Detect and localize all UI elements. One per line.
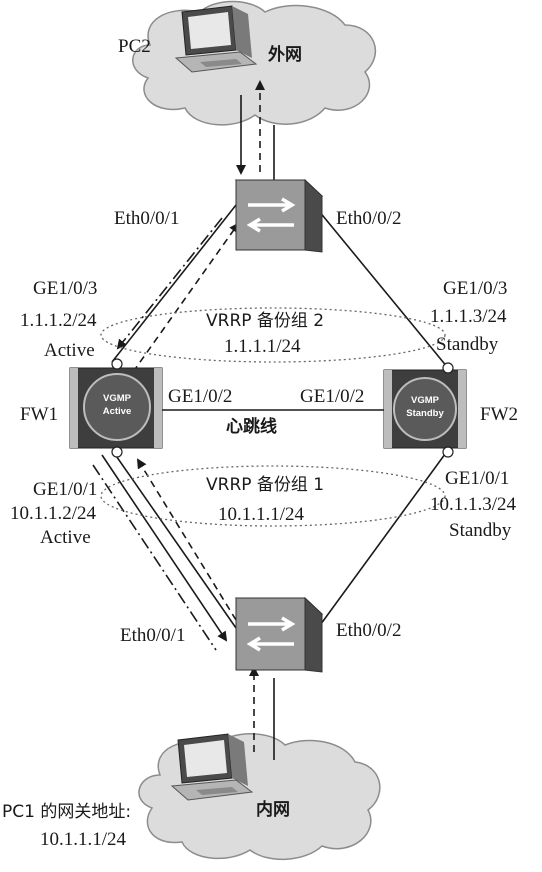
network-links bbox=[111, 125, 449, 760]
heartbeat-right-port: GE1/0/2 bbox=[300, 386, 364, 407]
top-switch-left-port: Eth0/0/1 bbox=[114, 208, 179, 229]
fw2-up-ip: 1.1.1.3/24 bbox=[430, 306, 507, 327]
pc1-icon bbox=[170, 733, 254, 801]
fw1-up-state: Active bbox=[44, 340, 95, 361]
bottom-switch-left-port: Eth0/0/1 bbox=[120, 625, 185, 646]
fw1-down-state: Active bbox=[40, 527, 91, 548]
fw1-label: FW1 bbox=[20, 404, 58, 425]
fw1-vgmp-state: Active bbox=[103, 406, 132, 417]
fw2-label: FW2 bbox=[480, 404, 518, 425]
fw2-up-port: GE1/0/3 bbox=[443, 278, 507, 299]
vrrp1-title: VRRP 备份组 1 bbox=[206, 475, 324, 495]
fw1-up-ip: 1.1.1.2/24 bbox=[20, 310, 97, 331]
outer-net-label: 外网 bbox=[268, 44, 302, 65]
bottom-switch-right-port: Eth0/0/2 bbox=[336, 620, 401, 641]
fw1-firewall-icon bbox=[69, 358, 163, 458]
fw2-down-port: GE1/0/1 bbox=[445, 468, 509, 489]
fw2-vgmp-label: VGMP bbox=[411, 395, 440, 406]
heartbeat-label: 心跳线 bbox=[226, 416, 277, 437]
vrrp-group-2-ellipse bbox=[100, 307, 446, 363]
fw2-up-state: Standby bbox=[436, 334, 499, 355]
pc1-gateway-label: PC1 的网关地址: bbox=[2, 802, 131, 822]
fw2-firewall-icon bbox=[383, 362, 467, 458]
vrrp-group-1-ellipse bbox=[100, 465, 446, 527]
fw2-down-state: Standby bbox=[449, 520, 512, 541]
pc1-gateway-ip: 10.1.1.1/24 bbox=[40, 829, 127, 850]
fw1-up-port: GE1/0/3 bbox=[33, 278, 97, 299]
top-switch-right-port: Eth0/0/2 bbox=[336, 208, 401, 229]
inner-net-label: 内网 bbox=[256, 799, 290, 820]
heartbeat-left-port: GE1/0/2 bbox=[168, 386, 232, 407]
vrrp2-vip: 1.1.1.1/24 bbox=[224, 336, 301, 357]
pc2-icon bbox=[174, 5, 258, 73]
bottom-switch-icon bbox=[234, 596, 324, 673]
fw2-down-ip: 10.1.1.3/24 bbox=[430, 494, 517, 515]
inner-net-cloud-icon bbox=[138, 733, 381, 860]
fw1-down-port: GE1/0/1 bbox=[33, 479, 97, 500]
vrrp1-vip: 10.1.1.1/24 bbox=[218, 504, 305, 525]
fw1-down-ip: 10.1.1.2/24 bbox=[10, 503, 97, 524]
fw2-vgmp-state: Standby bbox=[406, 408, 444, 419]
fw1-vgmp-label: VGMP bbox=[103, 393, 132, 404]
pc2-label: PC2 bbox=[118, 36, 151, 57]
top-switch-icon bbox=[234, 178, 324, 253]
traffic-flow-arrows bbox=[92, 80, 265, 752]
vrrp2-title: VRRP 备份组 2 bbox=[206, 311, 324, 331]
